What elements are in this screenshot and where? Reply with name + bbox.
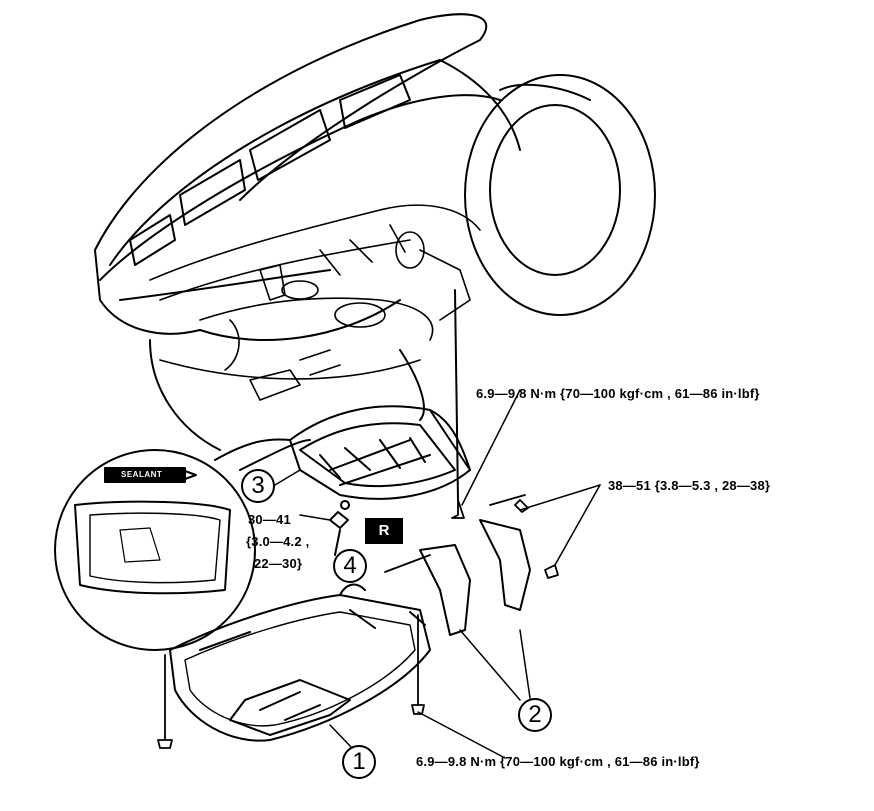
bolts	[157, 494, 559, 749]
replace-badge: R	[365, 518, 403, 544]
sealant-tube-label: SEALANT	[118, 469, 166, 480]
engine-underside	[149, 204, 481, 501]
torque-spec-top: 6.9—9.8 N·m {70—100 kgf·cm , 61—86 in·lb…	[476, 386, 760, 401]
callout-2-brackets: 2	[518, 698, 552, 732]
undercover	[169, 583, 431, 742]
tire-lower	[149, 339, 425, 451]
front-wheel	[464, 74, 656, 316]
oil-pan	[214, 405, 471, 500]
torque-spec-bracket-bolts: 38—51 {3.8—5.3 , 28—38}	[608, 478, 771, 493]
torque-spec-bottom: 6.9—9.8 N·m {70—100 kgf·cm , 61—86 in·lb…	[416, 754, 700, 769]
torque-spec-drain-line1: 30—41	[248, 512, 291, 527]
callout-1-undercover: 1	[342, 745, 376, 779]
torque-spec-drain-line3: 22—30}	[254, 556, 303, 571]
callout-3-oil-pan: 3	[241, 469, 275, 503]
vehicle-front-body	[94, 13, 521, 341]
torque-spec-drain-line2: {3.0—4.2 ,	[246, 534, 310, 549]
callout-4-drain-plug: 4	[333, 549, 367, 583]
leader-lines	[274, 389, 601, 759]
brackets	[419, 519, 531, 636]
drain-plug	[329, 500, 350, 556]
